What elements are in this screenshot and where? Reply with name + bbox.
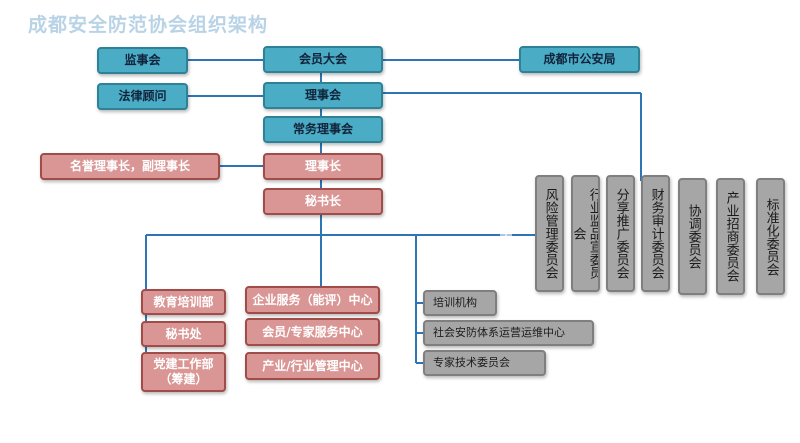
police-bureau-box: 成都市公安局 (519, 46, 640, 73)
honorary-chairman-box: 名誉理事长，副理事长 (40, 153, 220, 180)
standing-council-box: 常务理事会 (263, 116, 383, 143)
expert-tech-committee-box: 专家技术委员会 (423, 350, 546, 376)
committee-standardization: 标准化委员会 (756, 178, 785, 295)
legal-advisor-box: 法律顾问 (97, 83, 188, 110)
committee-coordination: 协调委员会 (678, 178, 707, 295)
committee-sharing-promotion: 分享推广委员会 (606, 175, 635, 292)
party-building-dept: 党建工作部（筹建） (141, 352, 226, 392)
committee-industry-publicity: 行业监品宣委员会 (571, 175, 600, 292)
member-expert-center: 会员/专家服务中心 (245, 318, 380, 346)
committee-investment: 产业招商委员会 (716, 178, 745, 295)
committee-risk: 风险管理委员会 (535, 175, 564, 292)
chairman-box: 理事长 (263, 153, 383, 180)
general-assembly-box: 会员大会 (263, 46, 383, 73)
industry-management-center: 产业/行业管理中心 (245, 352, 380, 380)
enterprise-service-center: 企业服务（能评）中心 (245, 286, 380, 314)
secretary-general-box: 秘书长 (263, 188, 383, 215)
page-title: 成都安全防范协会组织架构 (28, 14, 269, 36)
committee-finance-audit: 财务审计委员会 (641, 175, 670, 292)
council-box: 理事会 (263, 82, 383, 109)
secretariat-box: 秘书处 (141, 321, 226, 347)
security-ops-center-box: 社会安防体系运营运维中心 (423, 320, 594, 346)
training-institution-box: 培训机构 (423, 290, 497, 316)
education-training-dept: 教育培训部 (141, 289, 226, 315)
supervisors-box: 监事会 (97, 47, 188, 74)
